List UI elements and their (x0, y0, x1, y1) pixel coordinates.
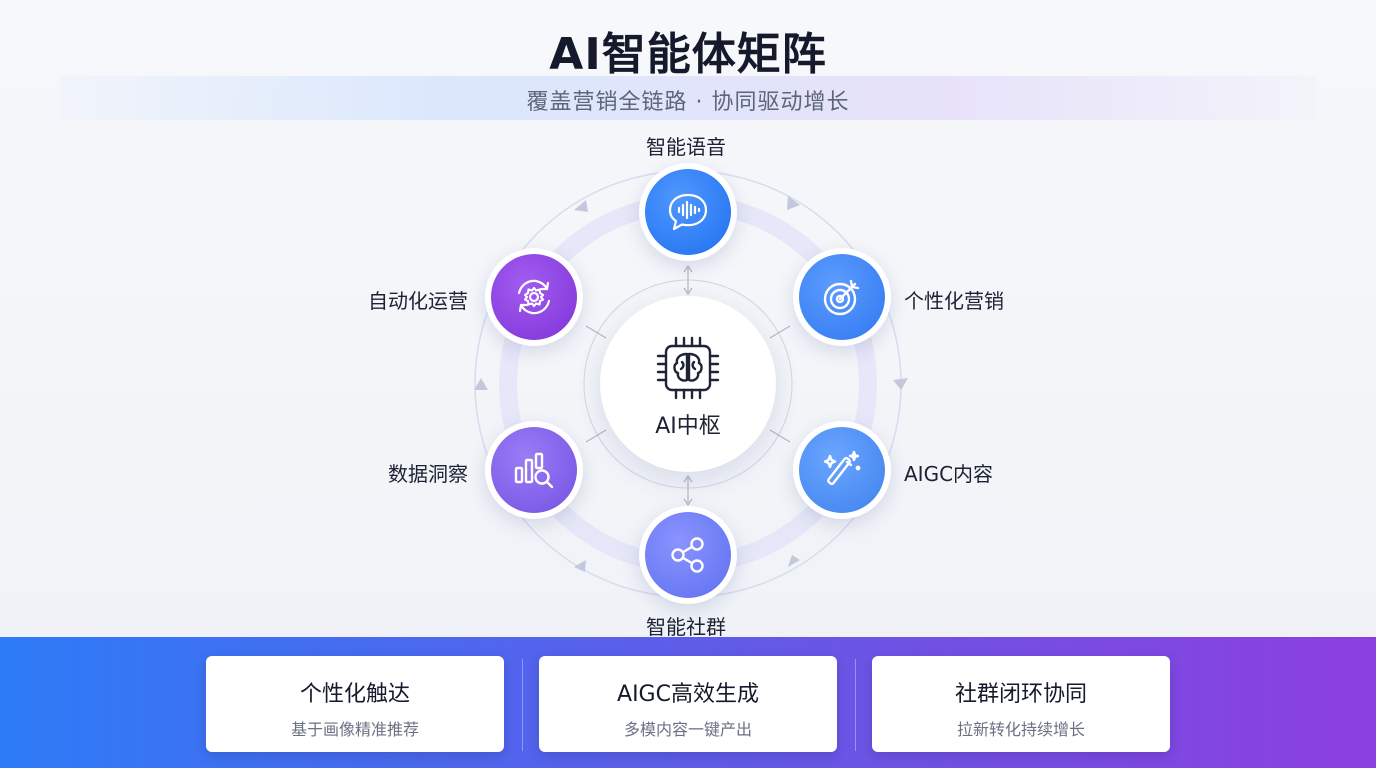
orbit-arrow (574, 560, 586, 572)
node-automation-ops[interactable] (485, 248, 583, 346)
footer-divider (855, 659, 856, 751)
feature-card-aigc-generation[interactable]: AIGC高效生成 多模内容一键产出 (539, 656, 837, 752)
node-data-insight[interactable] (485, 421, 583, 519)
subtitle-band (60, 76, 1316, 120)
target-icon (823, 279, 860, 316)
node-label-personalized: 个性化营销 (904, 289, 1004, 313)
magic-wand-icon (823, 450, 861, 486)
hub-connectors (585, 264, 791, 507)
voice-chat-icon (668, 193, 708, 231)
page-title: AI智能体矩阵 (549, 29, 827, 80)
node-personalized-marketing[interactable] (793, 248, 891, 346)
connector-aigc (769, 429, 791, 443)
node-voice[interactable] (639, 163, 737, 261)
connector-automation (585, 325, 607, 339)
orbit-arrow (574, 200, 588, 212)
node-label-community: 智能社群 (646, 615, 726, 639)
node-aigc-content[interactable] (793, 421, 891, 519)
node-label-insight: 数据洞察 (388, 462, 468, 486)
chart-search-icon (514, 452, 554, 489)
connector-personalized (769, 325, 791, 339)
node-label-voice: 智能语音 (646, 135, 726, 159)
card-title: AIGC高效生成 (617, 682, 759, 707)
share-network-icon (671, 537, 704, 573)
feature-card-personalized-reach[interactable]: 个性化触达 基于画像精准推荐 (206, 656, 504, 752)
connector-insight (585, 429, 607, 443)
feature-card-community-loop[interactable]: 社群闭环协同 拉新转化持续增长 (872, 656, 1170, 752)
page-subtitle: 覆盖营销全链路 · 协同驱动增长 (526, 90, 850, 115)
hub-label: AI中枢 (655, 414, 721, 439)
node-label-aigc: AIGC内容 (904, 462, 994, 486)
card-title: 社群闭环协同 (954, 682, 1087, 707)
footer-band: 个性化触达 基于画像精准推荐 AIGC高效生成 多模内容一键产出 社群闭环协同 … (0, 637, 1376, 768)
card-subtitle: 多模内容一键产出 (623, 720, 752, 739)
card-subtitle: 拉新转化持续增长 (956, 720, 1085, 739)
ai-hub[interactable]: AI中枢 (600, 296, 776, 472)
card-subtitle: 基于画像精准推荐 (290, 720, 419, 739)
ai-chip-brain-icon (656, 336, 720, 400)
orbit-arrow (893, 378, 908, 390)
card-title: 个性化触达 (299, 682, 410, 707)
orbit-arrow (787, 196, 800, 210)
footer-divider (522, 659, 523, 751)
node-smart-community[interactable] (639, 506, 737, 604)
gear-cycle-icon (517, 279, 551, 315)
orbit-arrow (474, 378, 488, 390)
node-label-automation: 自动化运营 (368, 289, 468, 313)
orbit-arrow (788, 555, 800, 567)
